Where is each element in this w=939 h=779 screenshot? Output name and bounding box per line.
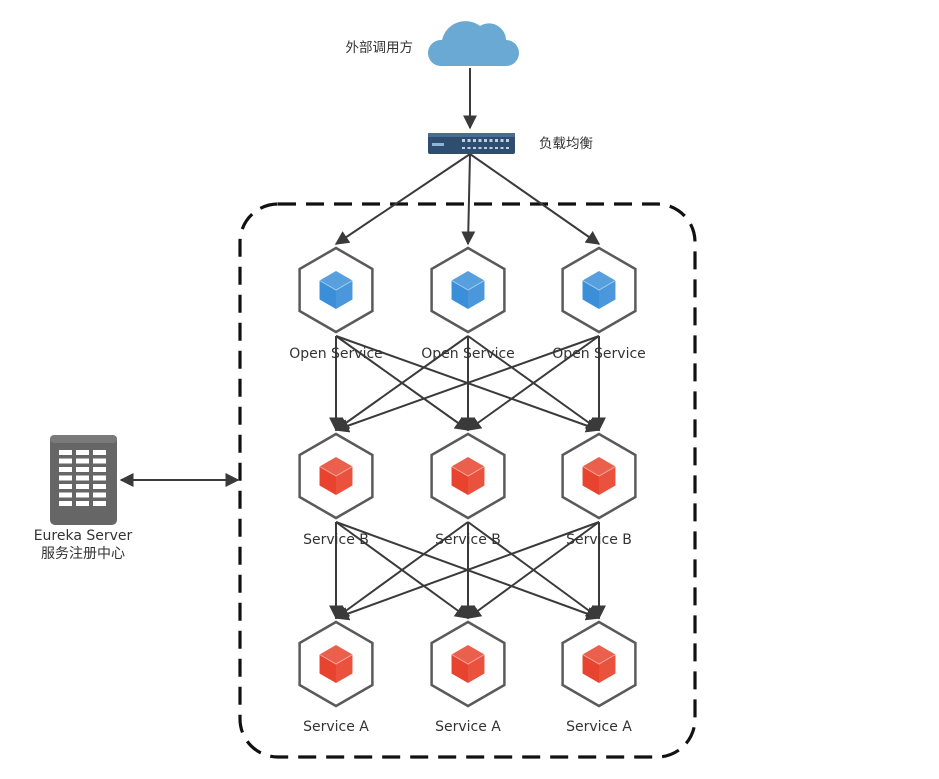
tier0-to-tier1-arrow-2-0 [334,335,600,433]
hexagon-cube-icon [430,620,506,708]
eureka-registry: Eureka Server 服务注册中心 [34,435,133,562]
service-node-a-2: Service A [561,620,637,735]
service-node-a-0: Service A [298,620,374,735]
service-node-label: Service A [566,719,632,735]
external-caller: 外部调用方 [346,21,519,66]
service-node-b-0: Service B [298,432,374,548]
service-node-label: Open Service [289,346,383,362]
registry-subtitle: 服务注册中心 [41,546,125,562]
service-node-a-1: Service A [430,620,506,735]
hexagon-cube-icon [561,432,637,520]
tier1-to-tier2-arrow-1-0 [334,521,469,619]
service-node-b-1: Service B [430,432,506,548]
service-node-label: Service B [435,532,501,548]
service-node-label: Service B [566,532,632,548]
service-node-b-2: Service B [561,432,637,548]
lb-to-open-arrow-2 [469,153,601,245]
hexagon-cube-icon [298,620,374,708]
service-node-label: Service A [435,719,501,735]
server-icon [50,435,117,525]
hexagon-cube-icon [561,620,637,708]
tier1-to-tier2-arrow-2-0 [334,521,600,621]
hexagon-cube-icon [430,432,506,520]
service-node-open-1: Open Service [421,246,515,362]
service-node-label: Service B [303,532,369,548]
service-node-open-2: Open Service [552,246,646,362]
service-nodes: Open Service Open Service Open ServiceServ… [289,246,646,735]
service-node-open-0: Open Service [289,246,383,362]
service-node-label: Service A [303,719,369,735]
service-node-label: Open Service [552,346,646,362]
network-switch-icon [428,133,515,154]
hexagon-cube-icon [298,246,374,334]
hexagon-cube-icon [430,246,506,334]
cloud-icon [427,21,519,66]
tier0-to-tier1-arrow-1-0 [334,335,469,431]
tier0-to-tier1-arrow-2-1 [466,335,600,431]
service-cluster-boundary [238,202,697,759]
external-caller-label: 外部调用方 [346,40,414,56]
lb-to-open-arrow-0 [334,153,471,245]
hexagon-cube-icon [561,246,637,334]
lb-to-open-arrow-1 [461,153,476,246]
hexagon-cube-icon [298,432,374,520]
registry-title: Eureka Server [34,528,133,544]
connectors [119,68,606,621]
tier1-to-tier2-arrow-2-1 [466,521,600,619]
load-balancer: 负载均衡 [428,133,593,154]
load-balancer-label: 负载均衡 [539,136,593,152]
service-node-label: Open Service [421,346,515,362]
